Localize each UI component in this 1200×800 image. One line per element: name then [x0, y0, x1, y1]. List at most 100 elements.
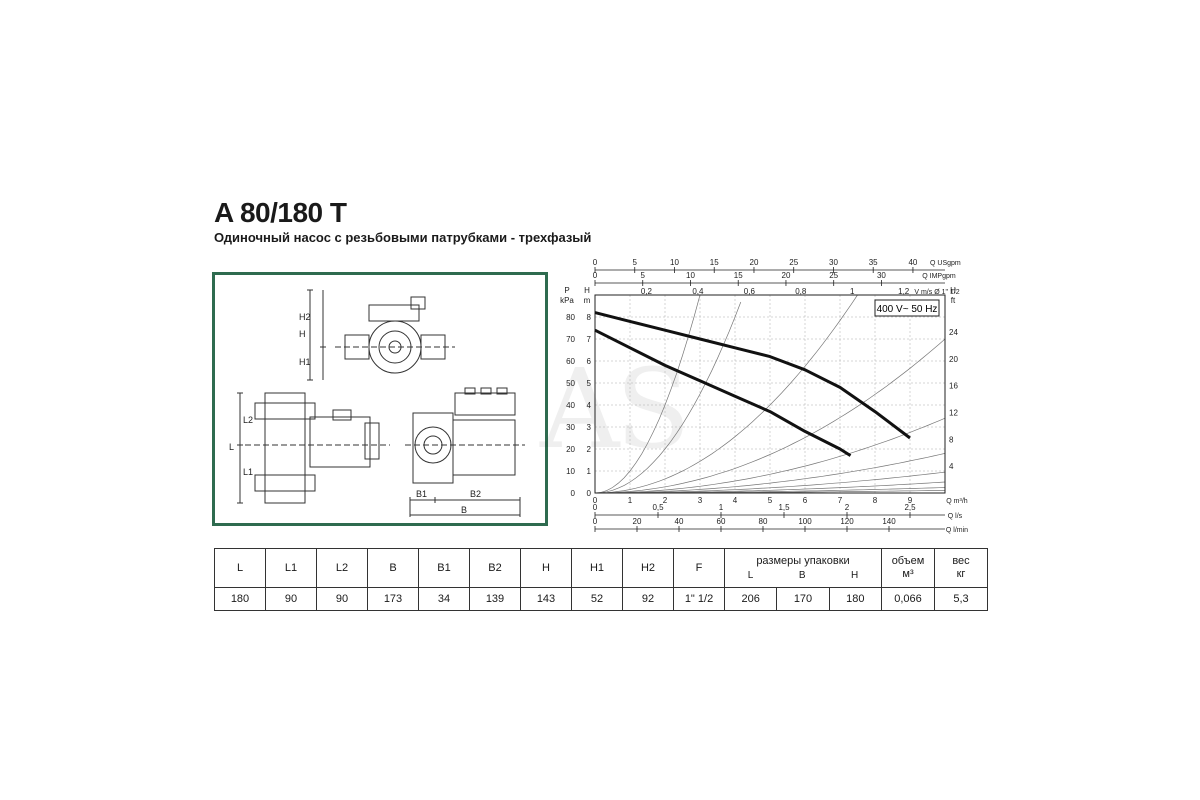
tick-q-m3h: 5	[768, 496, 773, 505]
volume-label: объем	[891, 555, 925, 567]
tick-q-lmin: 80	[759, 517, 768, 526]
tick-q-lmin: 0	[593, 517, 598, 526]
axis-q-m3h-label: Q m³/h	[946, 498, 967, 505]
tick-p-kpa: 60	[566, 357, 575, 366]
tick-q-impgpm: 5	[641, 271, 646, 280]
dim-l2-label: L2	[243, 415, 253, 425]
axis-h-label: H	[584, 286, 590, 295]
tick-h-m: 4	[587, 401, 592, 410]
tick-h-m: 1	[587, 467, 592, 476]
val-l1: 90	[265, 587, 317, 611]
val-h: 143	[520, 587, 572, 611]
val-weight: 5,3	[934, 587, 988, 611]
tick-p-kpa: 30	[566, 423, 575, 432]
chart-series	[594, 311, 911, 457]
system-curve	[595, 338, 946, 494]
tick-q-m3h: 2	[663, 496, 668, 505]
tick-q-lmin: 20	[633, 517, 642, 526]
tick-q-usgpm: 20	[750, 258, 759, 267]
tick-q-lmin: 40	[675, 517, 684, 526]
tick-q-usgpm: 25	[789, 258, 798, 267]
tick-velocity: 0,4	[692, 287, 704, 296]
system-curve	[594, 301, 742, 494]
axis-p-unit: kPa	[560, 296, 574, 305]
axis-q-impgpm-label: Q IMPgpm	[922, 273, 956, 280]
tick-h-ft: 24	[949, 328, 958, 337]
plot-frame	[594, 294, 946, 494]
tick-q-usgpm: 0	[593, 258, 598, 267]
col-l2: L2	[316, 548, 368, 588]
tick-q-m3h: 4	[733, 496, 738, 505]
system-curve	[594, 294, 701, 494]
tick-h-m: 8	[587, 313, 592, 322]
dim-l1-label: L1	[243, 467, 253, 477]
tick-q-impgpm: 30	[877, 271, 886, 280]
axis-h-unit: m	[584, 296, 591, 305]
tick-q-impgpm: 10	[686, 271, 695, 280]
weight-label: вес	[952, 555, 970, 567]
tick-h-m: 0	[587, 489, 592, 498]
power-label: 400 V~ 50 Hz	[877, 304, 938, 315]
tick-q-m3h: 6	[803, 496, 808, 505]
specs-value-row: 180 90 90 173 34 139 143 52 92 1" 1/2 20…	[214, 587, 988, 611]
volume-unit: м³	[902, 568, 914, 580]
tick-q-usgpm: 5	[633, 258, 638, 267]
col-f: F	[673, 548, 725, 588]
val-pack-h: 180	[828, 587, 883, 611]
dim-h1-label: H1	[299, 357, 311, 367]
val-volume: 0,066	[881, 587, 935, 611]
system-curve	[595, 417, 946, 494]
tick-h-ft: 20	[949, 355, 958, 364]
tick-q-impgpm: 20	[782, 271, 791, 280]
pump-curve-1	[594, 311, 911, 440]
col-volume: объем м³	[881, 548, 935, 588]
tick-p-kpa: 20	[566, 445, 575, 454]
tick-p-kpa: 10	[566, 467, 575, 476]
col-weight: вес кг	[934, 548, 988, 588]
tick-q-usgpm: 10	[670, 258, 679, 267]
tick-q-usgpm: 15	[710, 258, 719, 267]
chart-labels: 010203040506070800123456784812162024PkPa…	[560, 258, 968, 534]
val-l: 180	[214, 587, 266, 611]
packaging-title: размеры упаковки	[756, 555, 850, 567]
pump-curve-2	[594, 328, 852, 457]
col-l: L	[214, 548, 266, 588]
chart-axes	[594, 267, 946, 532]
tick-h-m: 3	[587, 423, 592, 432]
page-title: A 80/180 T	[214, 197, 347, 228]
page-subtitle: Одиночный насос с резьбовыми патрубками …	[214, 230, 592, 245]
tick-q-impgpm: 25	[829, 271, 838, 280]
val-f: 1" 1/2	[673, 587, 725, 611]
tick-q-m3h: 1	[628, 496, 633, 505]
tick-p-kpa: 80	[566, 313, 575, 322]
tick-q-impgpm: 0	[593, 271, 598, 280]
tick-p-kpa: 0	[571, 489, 576, 498]
specs-header-row: L L1 L2 B B1 B2 H H1 H2 F размеры упаков…	[214, 548, 988, 588]
packaging-h: H	[850, 570, 859, 581]
axis-q-usgpm-label: Q USgpm	[930, 260, 961, 267]
dim-b2-label: B2	[470, 489, 481, 499]
val-b1: 34	[418, 587, 470, 611]
tick-p-kpa: 70	[566, 335, 575, 344]
system-curve	[594, 294, 858, 494]
tick-p-kpa: 40	[566, 401, 575, 410]
tick-q-m3h: 3	[698, 496, 703, 505]
tick-q-usgpm: 40	[908, 258, 917, 267]
tick-h-m: 5	[587, 379, 592, 388]
tick-p-kpa: 50	[566, 379, 575, 388]
tick-h-ft: 4	[949, 462, 954, 471]
val-pack-l: 206	[723, 587, 778, 611]
tick-q-ls: 2,5	[904, 503, 916, 512]
packaging-l: L	[747, 570, 754, 581]
packaging-b: B	[798, 570, 806, 581]
tick-velocity: 1,2	[898, 287, 910, 296]
col-l1: L1	[265, 548, 317, 588]
col-h: H	[520, 548, 572, 588]
tick-q-ls: 0,5	[652, 503, 664, 512]
tick-q-m3h: 9	[908, 496, 913, 505]
axis-ft-unit: ft	[951, 296, 956, 305]
tick-velocity: 0,8	[795, 287, 807, 296]
val-h1: 52	[571, 587, 623, 611]
pump-drawing: H2 H H1 L2 L L1 B1 B2 B	[229, 289, 525, 517]
